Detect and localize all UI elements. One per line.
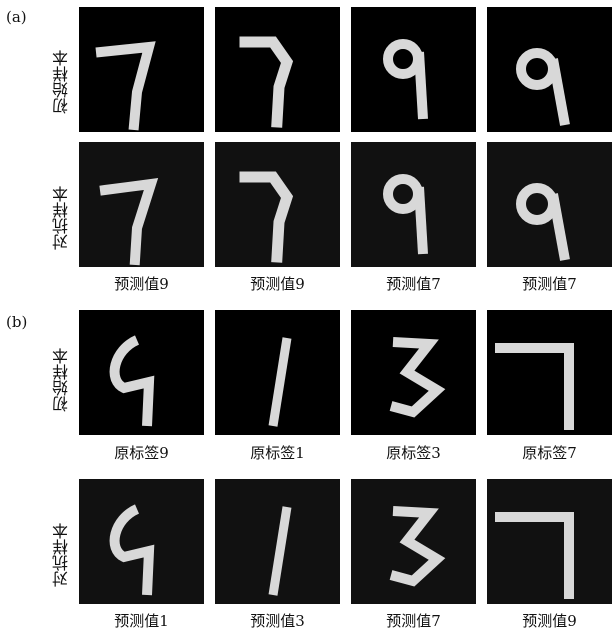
panel-a-original-1 <box>79 7 204 132</box>
panel-b-label-caption-2: 原标签1 <box>250 444 305 462</box>
panel-a-original-4 <box>487 7 612 132</box>
panel-b-adversarial-1 <box>79 479 204 604</box>
panel-b-original-2 <box>215 310 340 435</box>
panel-a-original-3 <box>351 7 476 132</box>
digit-stroke <box>239 36 294 128</box>
panel-a-original-2 <box>215 7 340 132</box>
panel-a-caption-3: 预测值7 <box>386 275 441 293</box>
panel-b-adversarial-2 <box>215 479 340 604</box>
panel-b-caption-3: 预测值7 <box>386 612 441 630</box>
panel-a-row2-label: 对抗样本 <box>52 186 71 250</box>
panel-a-adversarial-2 <box>215 142 340 267</box>
panel-b-original-4 <box>487 310 612 435</box>
panel-b-label-caption-4: 原标签7 <box>522 444 577 462</box>
panel-b-row2-label: 对抗样本 <box>52 523 71 587</box>
panel-b-label: (b) <box>6 313 28 331</box>
panel-b-original-1 <box>79 310 204 435</box>
panel-b-caption-1: 预测值1 <box>114 612 169 630</box>
panel-b-adversarial-4 <box>487 479 612 604</box>
panel-b-row1-label: 初始样本 <box>52 348 71 412</box>
panel-a-caption-1: 预测值9 <box>114 275 169 293</box>
panel-b-original-3 <box>351 310 476 435</box>
panel-a-adversarial-1 <box>79 142 204 267</box>
panel-a-label: (a) <box>6 8 27 26</box>
panel-a-adversarial-4 <box>487 142 612 267</box>
panel-b-label-caption-1: 原标签9 <box>114 444 169 462</box>
panel-a-adversarial-3 <box>351 142 476 267</box>
panel-b-adversarial-3 <box>351 479 476 604</box>
panel-a-row1-label: 初始样本 <box>52 50 71 114</box>
panel-b-caption-2: 预测值3 <box>250 612 305 630</box>
panel-b-caption-4: 预测值9 <box>522 612 577 630</box>
panel-b-label-caption-3: 原标签3 <box>386 444 441 462</box>
panel-a-caption-4: 预测值7 <box>522 275 577 293</box>
panel-a-caption-2: 预测值9 <box>250 275 305 293</box>
digit-stroke <box>95 41 156 131</box>
